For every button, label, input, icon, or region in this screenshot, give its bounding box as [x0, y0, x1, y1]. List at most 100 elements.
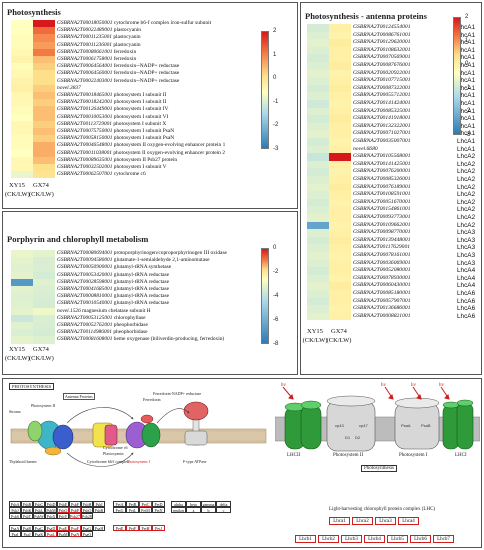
gene-box: PsbF [69, 501, 81, 507]
gene-label: novel.1526 magnesium chelatase subunit H [57, 308, 151, 315]
gene-description: ferredoxin [112, 56, 137, 62]
heatmap-cell [11, 278, 33, 286]
gene-label: GSBRNA2T00105568001 [353, 153, 411, 161]
heatmap-cell [307, 100, 329, 108]
gene-label: GSBRNA2T00058150001 photosystem I subuni… [57, 135, 174, 142]
scale-tick: 1 [465, 37, 469, 44]
gene-box: PsaE [57, 525, 69, 531]
lhc-table-title: Light-harvesting chlorophyll protein com… [329, 507, 436, 512]
gene-id: GSBRNA2T00105568001 [353, 153, 411, 160]
scale-tick: -1 [465, 84, 471, 91]
gene-label: GSBRNA2T00080694001 protoporphyrinogen/c… [57, 250, 227, 257]
gene-id: GSBRNA2T00089635001 [57, 156, 113, 163]
heatmap-cell [307, 84, 329, 93]
heatmap-cell [329, 229, 351, 237]
heatmap-cell [307, 267, 329, 275]
label-fnr: Ferredoxin-NADP+ reductase [153, 391, 202, 396]
gene-label: GSBRNA2T00036069001 [353, 260, 411, 268]
heatmap-cell [11, 120, 33, 128]
gene-description: glutamyl-tRNA synthetase [112, 264, 172, 271]
lhc-cartoon: cp43 cp47 D1 D2 PsaA PsaB [275, 386, 480, 452]
heatmap-cell [307, 214, 329, 222]
gene-box: PsaF [69, 525, 81, 531]
lhc-gene-box: Lhca3 [375, 517, 396, 525]
gene-box: PetM [139, 507, 152, 513]
gene-label: GSBRNA2T00080661001 ferredoxin [57, 49, 136, 56]
lhc-gene-box: Lhcb3 [341, 535, 362, 543]
gene-description: ferredoxin--NADP+ reductase [112, 70, 180, 77]
gene-id: GSBRNA2T00113729001 [57, 120, 113, 127]
lhc-label: LhcA2 [457, 183, 476, 191]
svg-text:PsaB: PsaB [421, 423, 431, 428]
gene-id: GSBRNA2T00058150001 [57, 135, 113, 142]
gene-box: beta [186, 501, 201, 507]
heatmap-cell [33, 293, 55, 301]
gene-id: GSBRNA2T00108632001 [353, 46, 411, 53]
photosynthesis-title: Photosynthesis [7, 7, 61, 17]
heatmap-cell [11, 142, 33, 150]
photosynthesis-color-scale [261, 31, 269, 149]
heatmap-cell [11, 149, 33, 157]
heatmap-cell [11, 84, 33, 92]
gene-id: novel.1526 [57, 307, 81, 314]
heatmap-cell [33, 48, 55, 56]
heatmap-cell [11, 99, 33, 107]
gene-id: GSBRNA2T00053125001 [57, 314, 113, 321]
heatmap-cell [329, 54, 351, 62]
gene-label: GSBRNA2T00010053001 photosystem I subuni… [57, 114, 168, 121]
ps1-fd [140, 414, 154, 424]
gene-description: photosystem II oxygen-evolving enhancer … [112, 149, 225, 156]
gene-box: PsbD [45, 501, 57, 507]
gene-box: PetA [113, 501, 126, 507]
heatmap-cell [329, 84, 351, 93]
gene-id: GSBRNA2T00081608001 [57, 336, 113, 343]
gene-box: PetG [113, 507, 126, 513]
svg-text:cp43: cp43 [335, 423, 344, 428]
gene-description: photosystem I subunit V [112, 164, 167, 170]
heatmap-cell [307, 183, 329, 192]
heatmap-cell [33, 27, 55, 35]
heatmap-cell [307, 77, 329, 85]
lhc-label: LhcA2 [457, 176, 476, 183]
gene-id: GSBRNA2T00107715001 [353, 77, 411, 84]
lhc-label: LhcA1 [457, 84, 476, 92]
gene-id: GSBRNA2T00087322001 [353, 84, 411, 91]
svg-text:cp47: cp47 [359, 423, 368, 428]
gene-id: GSBRNA2T00046548001 [57, 142, 113, 149]
gene-box: PsbQ [81, 507, 93, 513]
gene-label: GSBRNA2T00078930001 [353, 275, 411, 283]
heatmap-cell [33, 92, 55, 100]
heatmap-cell [11, 34, 33, 42]
pathway-kegg-map [10, 401, 267, 467]
gene-id: GSBRNA2T00036069001 [353, 259, 411, 266]
label-cyt6: Cytochrome c6 [103, 445, 128, 450]
gene-description: glutamyl-tRNA reductase [112, 286, 169, 292]
heatmap-cell [307, 130, 329, 138]
gene-box: PsbS [9, 513, 21, 519]
gene-box: PsaD [45, 525, 57, 531]
heatmap-cell [329, 305, 351, 313]
heatmap-cell [307, 259, 329, 268]
heatmap-cell [33, 70, 55, 78]
gene-id: GSBRNA2T00085325001 [353, 107, 411, 114]
ps2-antenna [27, 420, 43, 442]
heatmap-cell [11, 329, 33, 337]
atpase-head [183, 401, 209, 421]
heatmap-cell [307, 107, 329, 116]
scale-tick: -3 [465, 132, 471, 138]
label-thylakoid: Thylakoid lumen [9, 459, 37, 464]
gene-id: GSBRNA2T00008821001 [353, 312, 411, 319]
hv-arrows [282, 386, 450, 400]
gene-label: GSBRNA2T00076200001 [353, 168, 411, 176]
gene-box: PsbX [45, 513, 57, 519]
heatmap-cell [329, 62, 351, 70]
svg-text:PsaA: PsaA [401, 423, 411, 428]
gene-label: GSBRNA2T00114986001 pheophorbidase [57, 329, 148, 336]
lhc-label: LhcA2 [457, 191, 476, 199]
gene-description: ferredoxin--NADP+ reductase [112, 63, 180, 70]
gene-box: PsbC [33, 501, 45, 507]
gene-label: GSBRNA2T00008821001 [353, 313, 411, 321]
heatmap-cell [329, 214, 351, 222]
lhc-label: LhcA6 [457, 290, 476, 297]
gene-id: GSBRNA2T00154861001 [353, 206, 411, 213]
